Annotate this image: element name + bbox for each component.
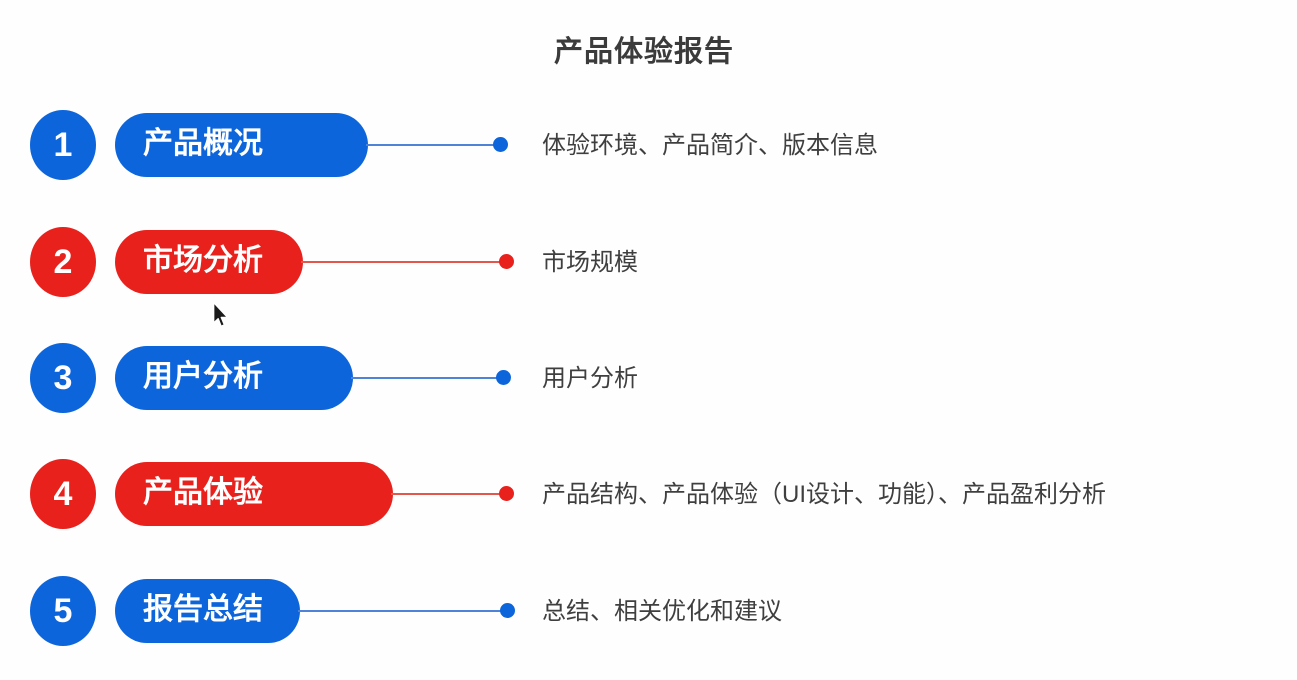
connector-line [298,610,501,612]
page-title: 产品体验报告 [553,36,734,68]
bullet-dot-icon [499,486,514,501]
item-pill-label: 产品体验 [115,462,393,526]
bullet-dot-icon [500,603,515,618]
item-number-badge: 3 [30,343,96,413]
item-number-badge: 5 [30,576,96,646]
item-number-badge: 1 [30,110,96,180]
item-number-badge: 2 [30,227,96,297]
outline-row-2: 2 市场分析 市场规模 [0,227,1297,297]
connector-line [391,493,500,495]
connector-line [301,261,500,263]
item-description: 用户分析 [542,365,638,392]
outline-row-3: 3 用户分析 用户分析 [0,343,1297,413]
bullet-dot-icon [496,370,511,385]
item-pill-label: 产品概况 [115,113,368,177]
item-pill-label: 报告总结 [115,579,300,643]
item-description: 体验环境、产品简介、版本信息 [542,132,878,159]
outline-row-1: 1 产品概况 体验环境、产品简介、版本信息 [0,110,1297,180]
bullet-dot-icon [493,137,508,152]
outline-row-4: 4 产品体验 产品结构、产品体验（UI设计、功能）、产品盈利分析 [0,459,1297,529]
bullet-dot-icon [499,254,514,269]
item-pill-label: 用户分析 [115,346,353,410]
connector-line [366,144,502,146]
connector-line [351,377,503,379]
mouse-cursor-icon [213,302,228,327]
item-description: 总结、相关优化和建议 [542,598,782,625]
item-description: 产品结构、产品体验（UI设计、功能）、产品盈利分析 [542,481,1106,508]
outline-row-5: 5 报告总结 总结、相关优化和建议 [0,576,1297,646]
item-description: 市场规模 [542,249,638,276]
item-pill-label: 市场分析 [115,230,303,294]
item-number-badge: 4 [30,459,96,529]
